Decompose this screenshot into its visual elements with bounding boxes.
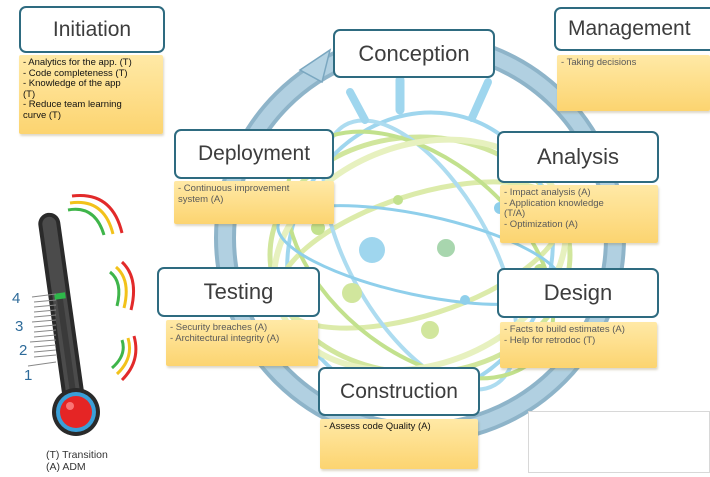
thermometer-scale-label: 2 [19, 342, 28, 359]
note-line: curve (T) [23, 109, 61, 121]
blank-panel [528, 411, 710, 473]
thermometer-icon [27, 193, 138, 436]
note-line: - Optimization (A) [504, 218, 578, 230]
analysis-stage-box: Analysis [497, 131, 659, 183]
note-line: - Reduce team learning [23, 99, 122, 110]
legend-adm: (A) ADM [46, 461, 86, 473]
design-note: - Facts to build estimates (A) - Help fo… [500, 322, 657, 368]
note-line: - Security breaches (A) [170, 322, 268, 333]
thermometer-scale [27, 293, 57, 367]
note-line: - Facts to build estimates (A) [504, 324, 625, 335]
legend: (T) Transition (A) ADM [46, 449, 108, 473]
cycle-arrow-icon [298, 48, 332, 84]
note-line: - Assess code Quality (A) [324, 421, 431, 432]
note-line: - Taking decisions [561, 57, 637, 68]
deployment-note: - Continuous improvement system (A) [174, 181, 334, 224]
note-line: - Continuous improvement [178, 183, 290, 194]
management-note: - Taking decisions [557, 55, 710, 111]
note-line: - Help for retrodoc (T) [504, 334, 596, 346]
construction-stage-box: Construction [318, 367, 480, 416]
initiation-stage-box: Initiation [19, 6, 165, 53]
note-line: system (A) [178, 193, 224, 205]
conception-stage-box: Conception [333, 29, 495, 78]
thermometer-scale-label: 4 [12, 290, 21, 307]
initiation-note: - Analytics for the app. (T) - Code comp… [19, 55, 163, 134]
note-line: - Application knowledge [504, 197, 604, 209]
note-line: - Code completeness (T) [23, 67, 128, 79]
note-line: (T/A) [504, 208, 526, 219]
testing-stage-box: Testing [157, 267, 320, 317]
analysis-note: - Impact analysis (A) - Application know… [500, 185, 658, 243]
construction-note: - Assess code Quality (A) [320, 419, 478, 469]
note-line: (T) [23, 88, 36, 100]
thermometer-scale-label: 3 [15, 318, 24, 335]
deployment-stage-box: Deployment [174, 129, 334, 179]
note-line: - Impact analysis (A) [504, 187, 591, 198]
thermometer-scale-label: 1 [24, 367, 33, 384]
signal-arcs-icon [67, 193, 138, 382]
design-stage-box: Design [497, 268, 659, 318]
note-line: - Analytics for the app. (T) [23, 57, 132, 68]
management-stage-box: Management [554, 7, 710, 51]
legend-transition: (T) Transition [46, 449, 108, 461]
note-line: - Knowledge of the app [23, 78, 121, 89]
note-line: - Architectural integrity (A) [170, 332, 280, 344]
testing-note: - Security breaches (A) - Architectural … [166, 320, 318, 366]
